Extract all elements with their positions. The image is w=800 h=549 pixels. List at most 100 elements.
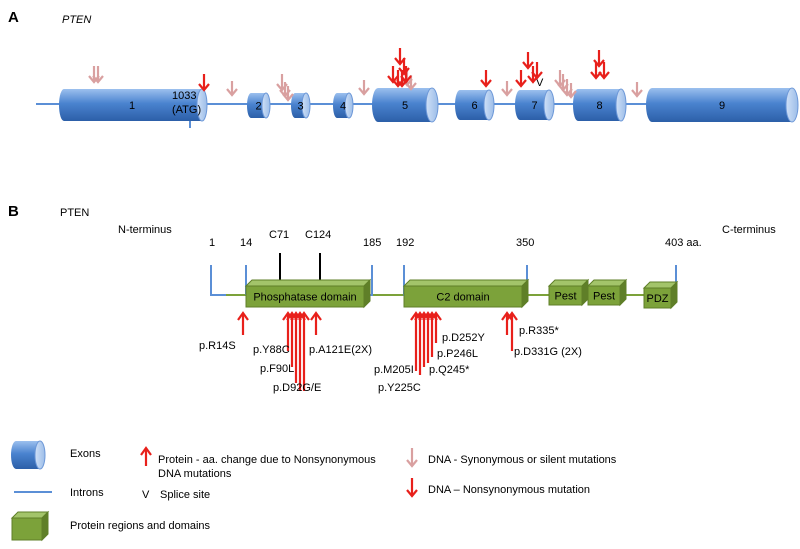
dna-mutation-arrows bbox=[88, 48, 643, 102]
domain-layer: Phosphatase domain C2 domain Pest Pest PDZ bbox=[244, 278, 679, 310]
position-350: 350 bbox=[516, 237, 534, 249]
legend-splice-label: Splice site bbox=[160, 489, 210, 501]
legend-exon-icon bbox=[11, 440, 46, 470]
legend-splice-symbol: V bbox=[142, 489, 150, 501]
nonsynonymous-arrow bbox=[400, 66, 412, 84]
exon-8: 8 bbox=[573, 88, 627, 122]
c-terminus-label: C-terminus bbox=[722, 224, 776, 236]
exon-6: 6 bbox=[455, 89, 495, 121]
nonsynonymous-arrow bbox=[398, 58, 410, 76]
exon-layer: 1 2 3 4 5 6 7 8 9 bbox=[59, 87, 799, 123]
splice-site-mark: V bbox=[536, 77, 544, 89]
legend-synonymous-arrow-icon bbox=[406, 448, 418, 468]
protein-change-arrow bbox=[506, 311, 518, 351]
exon-2: 2 bbox=[247, 92, 271, 119]
protein-change-arrow bbox=[298, 311, 310, 391]
protein-change-arrow bbox=[310, 311, 322, 335]
nonsynonymous-arrow bbox=[522, 52, 534, 70]
position-1: 1 bbox=[209, 237, 215, 249]
exon-3-label: 3 bbox=[297, 101, 303, 113]
protein-mutation-arrows bbox=[237, 311, 518, 391]
phosphatase-domain-label: Phosphatase domain bbox=[253, 292, 356, 304]
legend-nonsynonymous-arrow-icon bbox=[406, 478, 418, 498]
exon-1: 1 bbox=[59, 88, 208, 122]
legend-introns-label: Introns bbox=[70, 487, 104, 499]
legend-nonsynonymous-label: DNA – Nonsynonymous mutation bbox=[428, 484, 590, 496]
exon-4: 4 bbox=[333, 92, 354, 119]
nonsynonymous-arrow bbox=[515, 70, 527, 88]
exon-5-label: 5 bbox=[402, 100, 408, 112]
panel-a-letter: A bbox=[8, 9, 19, 26]
position-403: 403 aa. bbox=[665, 237, 702, 249]
mutation-q245: p.Q245* bbox=[429, 364, 470, 376]
pest-domain-2: Pest bbox=[586, 278, 628, 307]
position-14: 14 bbox=[240, 237, 252, 249]
mutation-y88c: p.Y88C bbox=[253, 344, 290, 356]
n-terminus-label: N-terminus bbox=[118, 224, 172, 236]
mutation-m205i: p.M205I bbox=[374, 364, 414, 376]
pdz-domain-label: PDZ bbox=[647, 293, 669, 305]
synonymous-arrow bbox=[282, 86, 294, 102]
panel-b-letter: B bbox=[8, 203, 19, 220]
protein-change-arrow bbox=[237, 311, 249, 335]
legend-synonymous-label: DNA - Synonymous or silent mutations bbox=[428, 454, 617, 466]
exon-8-label: 8 bbox=[596, 100, 602, 112]
exon-7-label: 7 bbox=[531, 100, 537, 112]
nonsynonymous-arrow bbox=[598, 62, 610, 80]
exon-2-label: 2 bbox=[255, 101, 261, 113]
mutation-y225c: p.Y225C bbox=[378, 382, 421, 394]
nonsynonymous-arrow bbox=[531, 62, 543, 80]
atg-codon-label: (ATG) bbox=[172, 104, 201, 116]
legend-domain-icon bbox=[10, 510, 50, 542]
exon-5: 5 bbox=[372, 87, 439, 123]
position-185: 185 bbox=[363, 237, 381, 249]
exon-4-label: 4 bbox=[340, 101, 346, 113]
panel-a-gene-name: PTEN bbox=[62, 14, 91, 26]
legend-exons-label: Exons bbox=[70, 448, 101, 460]
synonymous-arrow bbox=[92, 66, 104, 84]
mutation-a121e: p.A121E(2X) bbox=[309, 344, 372, 356]
position-192: 192 bbox=[396, 237, 414, 249]
boundary-1 bbox=[210, 265, 226, 296]
legend-protein-change-line1: Protein - aa. change due to Nonsynonymou… bbox=[158, 454, 376, 466]
legend-domains-label: Protein regions and domains bbox=[70, 520, 211, 532]
exon-6-label: 6 bbox=[471, 100, 477, 112]
c124-label: C124 bbox=[305, 229, 331, 241]
pest-domain-1: Pest bbox=[547, 278, 590, 307]
c2-domain: C2 domain bbox=[402, 278, 530, 309]
nonsynonymous-arrow bbox=[198, 74, 210, 92]
synonymous-arrow bbox=[565, 83, 577, 99]
nonsynonymous-arrow bbox=[387, 66, 399, 84]
pest-domain-1-label: Pest bbox=[554, 291, 576, 303]
synonymous-arrow bbox=[358, 80, 370, 96]
synonymous-arrow bbox=[501, 81, 513, 97]
mutation-r14s: p.R14S bbox=[199, 340, 236, 352]
exon-1-label: 1 bbox=[129, 100, 135, 112]
protein-change-arrow bbox=[430, 311, 442, 343]
atg-position-label: 1033 bbox=[172, 90, 196, 102]
synonymous-arrow bbox=[226, 81, 238, 97]
c71-label: C71 bbox=[269, 229, 289, 241]
legend bbox=[10, 440, 418, 542]
mutation-p246l: p.P246L bbox=[437, 348, 478, 360]
mutation-r335: p.R335* bbox=[519, 325, 559, 337]
mutation-d92g-e: p.D92G/E bbox=[273, 382, 321, 394]
mutation-f90l: p.F90L bbox=[260, 363, 294, 375]
exon-3: 3 bbox=[291, 92, 311, 119]
panel-b-gene-name: PTEN bbox=[60, 207, 89, 219]
legend-protein-arrow-icon bbox=[140, 446, 152, 466]
nonsynonymous-arrow bbox=[480, 70, 492, 88]
exon-9-label: 9 bbox=[719, 100, 725, 112]
c2-domain-label: C2 domain bbox=[436, 292, 489, 304]
legend-protein-change-line2: DNA mutations bbox=[158, 468, 232, 480]
mutation-d252y: p.D252Y bbox=[442, 332, 485, 344]
synonymous-arrow bbox=[631, 82, 643, 98]
mutation-d331g: p.D331G (2X) bbox=[514, 346, 582, 358]
phosphatase-domain: Phosphatase domain bbox=[244, 278, 372, 309]
exon-7: 7 bbox=[515, 89, 555, 121]
protein-change-arrow bbox=[501, 311, 513, 335]
pest-domain-2-label: Pest bbox=[593, 291, 615, 303]
pdz-domain: PDZ bbox=[642, 280, 679, 310]
exon-9: 9 bbox=[646, 87, 799, 123]
